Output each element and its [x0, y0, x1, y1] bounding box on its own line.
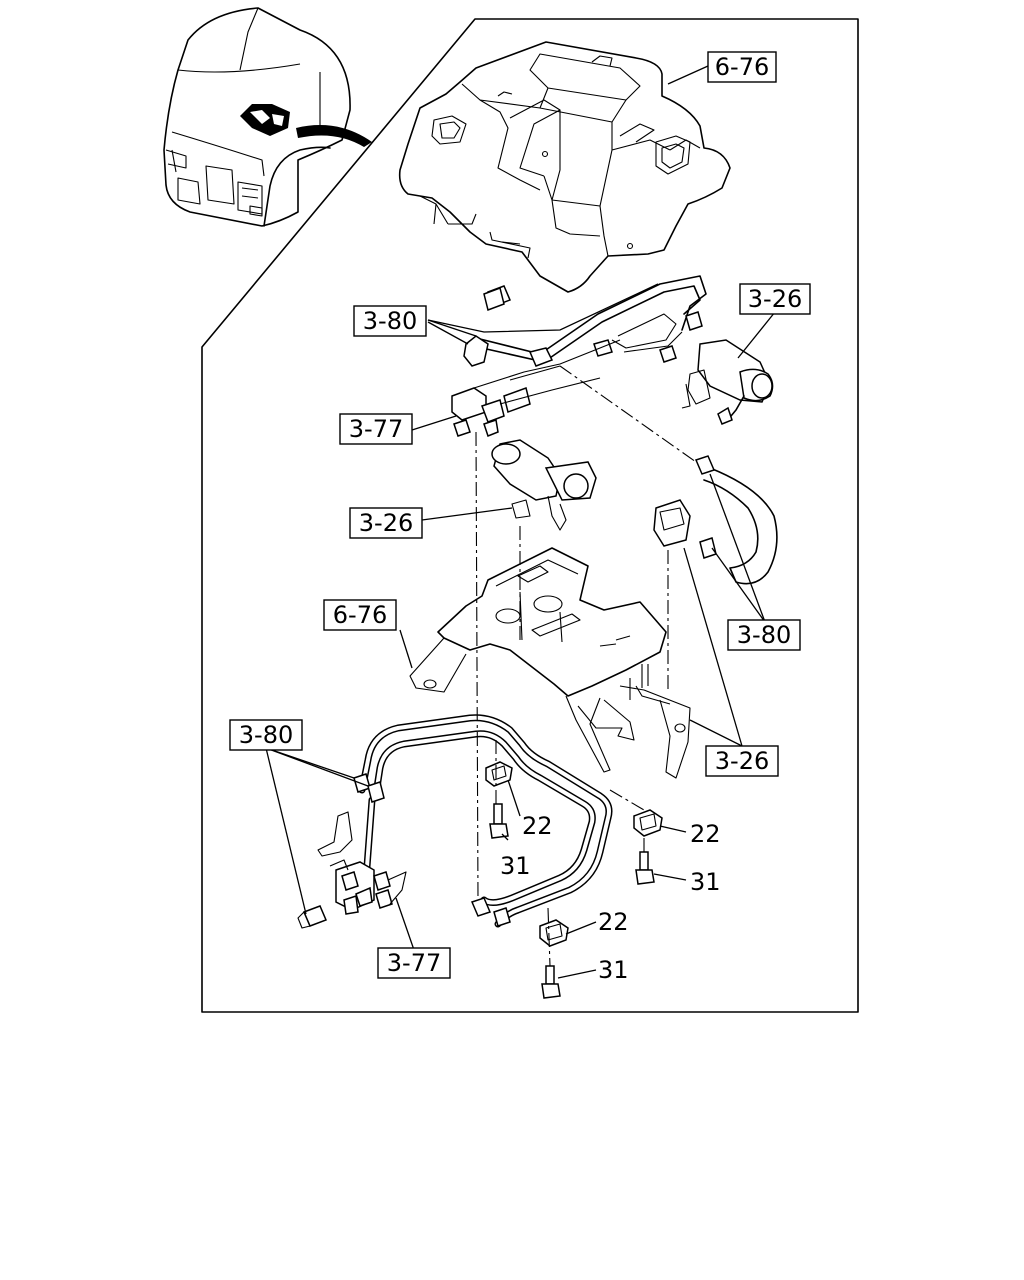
callout-label: 3-26: [715, 747, 769, 775]
clip-22-a: [485, 761, 513, 787]
callout-label: 6-76: [333, 601, 387, 629]
console-cover: [398, 41, 731, 293]
assembly-centerlines: [475, 365, 697, 967]
callout-3-26-mid: 3-26: [349, 507, 423, 539]
clip-22-c: [539, 919, 569, 947]
part-number-bolt-b: 31: [690, 868, 721, 896]
callout-label: 3-77: [349, 415, 403, 443]
callout-3-26-lower: 3-26: [705, 745, 779, 777]
upper-actuator: [681, 339, 774, 425]
callout-6-76-mid: 6-76: [323, 599, 397, 631]
callout-3-80-right: 3-80: [727, 619, 801, 651]
callout-label: 3-26: [359, 509, 413, 537]
part-number-bolt-a: 31: [500, 852, 531, 880]
bolt-31-c: [541, 965, 561, 999]
lower-tube-run: [353, 714, 613, 928]
callout-3-26-top: 3-26: [739, 283, 811, 315]
callout-3-77-lower: 3-77: [377, 947, 451, 979]
bolt-31-b: [635, 851, 655, 885]
part-number-clip-c: 22: [598, 908, 629, 936]
callout-label: 6-76: [715, 53, 769, 81]
bolt-31-a: [489, 803, 509, 839]
middle-actuator: [491, 439, 597, 531]
leader-lines: [265, 65, 776, 979]
callout-label: 3-77: [387, 949, 441, 977]
callout-label: 3-80: [737, 621, 791, 649]
callout-3-77-upper: 3-77: [339, 413, 413, 445]
detail-frame: [201, 18, 859, 1013]
part-number-bolt-c: 31: [598, 956, 629, 984]
upper-pipe-assembly: [451, 275, 707, 437]
truck-cab-inset: [163, 7, 372, 227]
lower-valve-manifold: [297, 811, 407, 929]
part-number-clip-b: 22: [690, 820, 721, 848]
callout-label: 3-26: [748, 285, 802, 313]
clip-22-b: [633, 809, 663, 837]
right-hose-bracket: [653, 455, 778, 585]
callout-6-76-top: 6-76: [707, 51, 777, 83]
callout-label: 3-80: [363, 307, 417, 335]
part-number-clip-a: 22: [522, 812, 553, 840]
mounting-plate: [409, 547, 691, 779]
callout-3-80-top: 3-80: [353, 305, 427, 337]
callout-label: 3-80: [239, 721, 293, 749]
callout-3-80-lower: 3-80: [229, 719, 303, 751]
